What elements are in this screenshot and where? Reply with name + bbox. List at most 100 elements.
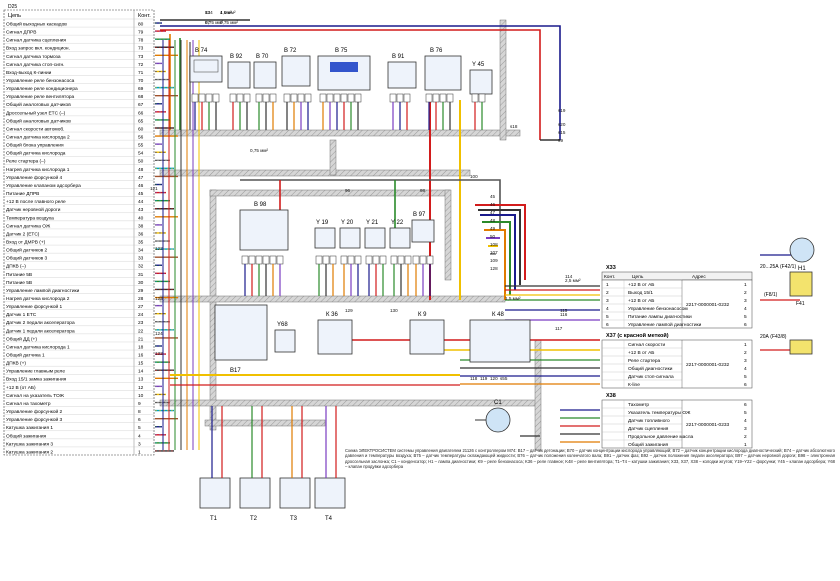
- ecu-row-label: Управление лампой диагностики: [6, 287, 80, 294]
- ecu-row-label: Сигнал датчика стоп-сигн.: [6, 62, 65, 68]
- ecu-row-pin: 5: [138, 425, 141, 431]
- ecu-row-pin: 48: [138, 167, 144, 173]
- x38-row-right-pin: 3: [744, 426, 747, 432]
- wire-label: 46: [490, 202, 496, 207]
- ecu-row-label: Датчик 2 педали акселератора: [6, 320, 75, 326]
- wire-label: 134: [205, 10, 213, 15]
- ecu-row-pin: 38: [138, 223, 144, 229]
- wire-label: 119: [480, 376, 488, 381]
- x37-row-label: Общий диагностики: [628, 365, 673, 372]
- sensor-row-top: В 74 В 92 В 70 В 72 В 75 В 91 В 76: [189, 48, 493, 95]
- ecu-row-pin: 54: [138, 151, 144, 157]
- ecu-row-pin: 40: [138, 215, 144, 221]
- wire-label: 87: [205, 20, 211, 25]
- ecu-row-pin: 71: [138, 70, 144, 76]
- ecu-row-pin: 73: [138, 54, 144, 60]
- x33-row-label: +12 В от АБ: [628, 298, 654, 304]
- x38-row-label: Датчик топливного: [628, 418, 670, 424]
- ecu-row-label: Управление клапаном адсорбера: [6, 183, 81, 189]
- wire-label: 0,75 мм²: [220, 20, 239, 25]
- top-sensor-pins: [191, 93, 486, 130]
- wire-label: 115: [560, 308, 568, 313]
- ecu-row-label: Нагрев датчика кислорода 1: [6, 167, 70, 173]
- wire-label: 129: [345, 308, 353, 313]
- ecu-row-label: Общий выходных каскадов: [6, 20, 67, 27]
- wire-label: 108: [490, 242, 498, 247]
- svg-text:F41: F41: [796, 301, 805, 307]
- ecu-row-label: Сигнал датчика тормоза: [6, 54, 61, 60]
- ecu-row-label: Общий аналоговых датчиков: [6, 117, 71, 124]
- x37-address: 2217-0000001-0232: [686, 362, 730, 368]
- wire-label: 0,75 мм²: [205, 20, 224, 25]
- wire-label: 1 мм²: [220, 10, 232, 15]
- wire-label: 83: [205, 10, 211, 15]
- x37-row-right-pin: 1: [744, 342, 747, 348]
- svg-text:Y 19: Y 19: [316, 220, 329, 226]
- x33-header-address: Адрес: [692, 274, 706, 280]
- sensor-b91: В 91: [387, 54, 417, 89]
- ecu-row-label: Катушка зажигания 1: [6, 425, 53, 431]
- x38-row-label: Датчик сцепления: [628, 426, 669, 432]
- ecu-row-label: Датчик 1 ETC: [6, 312, 37, 318]
- relay-k36: К 36: [317, 312, 353, 355]
- svg-text:В 74: В 74: [195, 48, 208, 54]
- ecu-row-pin: 10: [138, 393, 144, 399]
- x33-row-right-pin: 2: [744, 290, 747, 296]
- ecu-row-label: Дроссельный узел ETC (–): [6, 109, 66, 116]
- ecu-row-pin: 30: [138, 280, 144, 286]
- wire-label: 1,5 мм²: [505, 296, 521, 301]
- ecu-row-label: Температура воздуха: [6, 215, 54, 221]
- ecu-row-label: Питание ДПРВ: [6, 191, 39, 197]
- ecu-row-pin: 78: [138, 38, 144, 44]
- ecu-row-pin: 44: [138, 199, 144, 205]
- coil-t4: T4: [314, 477, 346, 522]
- svg-text:Y 45: Y 45: [472, 62, 485, 68]
- injector-y21: Y 21: [364, 220, 386, 249]
- injector-y22: Y 22: [389, 220, 411, 249]
- ecu-row-pin: 50: [138, 159, 144, 165]
- x38-row-right-pin: 1: [744, 442, 747, 448]
- x33-row-label: Управление лампой диагностики: [628, 321, 702, 328]
- ecu-row-pin: 80: [138, 21, 144, 27]
- ecu-row-label: Сигнал датчика кислорода 1: [6, 344, 70, 350]
- x38-row-right-pin: 6: [744, 402, 747, 408]
- ecu-row-label: Питание 5В: [6, 280, 32, 286]
- ecu-wire-fan: [155, 22, 200, 452]
- wire-label: 96: [345, 188, 351, 193]
- x37-ref: X37 (с красной меткой): [606, 332, 669, 339]
- ecu-row-label: Общий блока управления: [6, 142, 64, 149]
- x37-row-right-pin: 6: [744, 382, 747, 388]
- ecu-row-pin: 1: [138, 449, 141, 455]
- throttle-b98: В 98: [239, 202, 289, 251]
- ecu-row-label: Общий аналоговых датчиков: [6, 101, 71, 108]
- relay-k9: К 9: [409, 312, 445, 355]
- valve-y68: Y68: [274, 322, 296, 353]
- ecu-row-label: Сигнал ДПРВ: [6, 30, 36, 36]
- svg-text:T1: T1: [210, 516, 218, 522]
- ecu-header-circuit: Цепь: [8, 13, 21, 19]
- x33-row-pin: 5: [606, 314, 609, 320]
- ecu-row-label: Общий датчиков 2: [6, 247, 48, 254]
- ecu-row-pin: 8: [138, 409, 141, 415]
- ecu-row-label: Вход запрос вкл. кондицион.: [6, 46, 70, 52]
- wire-label: 117: [555, 326, 563, 331]
- x33-row-pin: 4: [606, 306, 609, 312]
- svg-text:В 92: В 92: [230, 54, 243, 60]
- ecu-row-label: Сигнал скорости автомоб.: [6, 126, 64, 132]
- ecu-row-pin: 22: [138, 328, 144, 334]
- ecu-row-pin: 34: [138, 248, 144, 254]
- ecu-row-label: Вход-выход К-линии: [6, 70, 52, 76]
- wire-label: 120: [490, 376, 498, 381]
- ecu-row-pin: 15: [138, 361, 144, 367]
- diagnostic-lamp-h1: H1: [789, 237, 815, 272]
- ecu-row-label: Управление реле кондиционера: [6, 86, 78, 92]
- fuse-block: 20...25А (F42/1) (F8/1) F41 20А (F43/8): [760, 264, 813, 355]
- wire-label: s20: [558, 122, 566, 127]
- coil-t1: T1: [199, 477, 231, 522]
- wire-label: 128: [490, 266, 498, 271]
- x33-row-label: Управление бензонасосом: [628, 306, 688, 312]
- ecu-row-label: Сигнал датчика кислорода 2: [6, 135, 70, 141]
- ecu-row-label: Управление форсункой 2: [6, 408, 63, 415]
